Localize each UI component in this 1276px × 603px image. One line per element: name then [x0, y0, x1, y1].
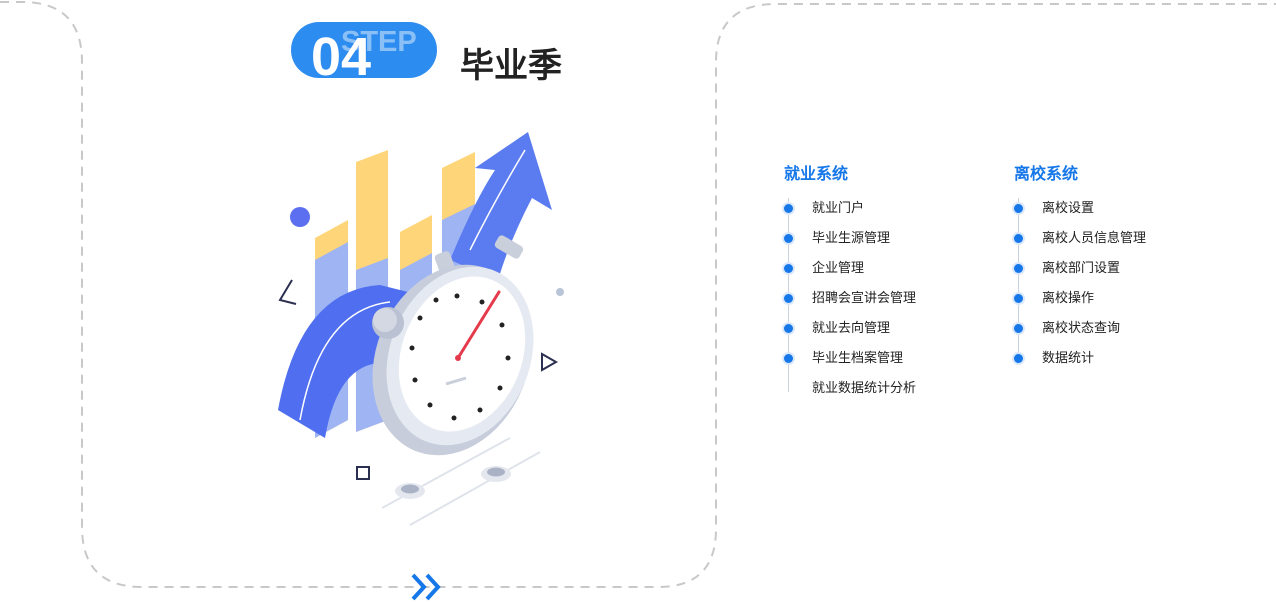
bullet-dot-icon [1014, 204, 1023, 213]
bullet-dot-icon [784, 354, 793, 363]
step-title: 毕业季 [460, 46, 562, 86]
list-item[interactable]: 招聘会宣讲会管理 [784, 284, 916, 314]
step-number: 04 [311, 27, 372, 78]
step-badge: STEP 04 [291, 22, 437, 78]
leaving-school-system-title: 离校系统 [1014, 164, 1079, 183]
list-item-label: 就业去向管理 [812, 321, 891, 336]
list-item-label: 毕业生档案管理 [812, 351, 904, 366]
list-item-label: 离校人员信息管理 [1042, 231, 1147, 246]
bullet-dot-icon [1014, 294, 1023, 303]
list-item[interactable]: 就业去向管理 [784, 314, 916, 344]
bullet-dot-icon [784, 264, 793, 273]
leaving-school-system-list: 离校设置 离校人员信息管理 离校部门设置 离校操作 离校状态查询 数据统计 [1014, 194, 1146, 374]
bullet-dot-icon [1014, 324, 1023, 333]
list-item-label: 就业数据统计分析 [812, 381, 917, 396]
bullet-dot-icon [1014, 264, 1023, 273]
list-item-label: 就业门户 [812, 201, 865, 216]
list-item-label: 离校设置 [1042, 201, 1095, 216]
list-item[interactable]: 企业管理 [784, 254, 916, 284]
list-item-label: 离校状态查询 [1042, 321, 1121, 336]
list-item-label: 毕业生源管理 [812, 231, 891, 246]
list-item-label: 数据统计 [1042, 351, 1095, 366]
step-badge-word: STEP [341, 26, 417, 58]
list-item[interactable]: 离校状态查询 [1014, 314, 1146, 344]
list-item-label: 企业管理 [812, 261, 865, 276]
bullet-dot-icon [784, 324, 793, 333]
list-item[interactable]: 就业数据统计分析 [784, 374, 916, 404]
bullet-dot-icon [784, 234, 793, 243]
bullet-dot-icon [784, 294, 793, 303]
list-item[interactable]: 离校操作 [1014, 284, 1146, 314]
list-item-label: 离校部门设置 [1042, 261, 1121, 276]
employment-system-list: 就业门户 毕业生源管理 企业管理 招聘会宣讲会管理 就业去向管理 毕业生档案管理… [784, 194, 916, 404]
list-item[interactable]: 毕业生档案管理 [784, 344, 916, 374]
bullet-dot-icon [1014, 234, 1023, 243]
employment-system-title: 就业系统 [784, 164, 849, 183]
stopwatch-growth-chart-illustration [278, 132, 564, 526]
bullet-dot-icon [784, 204, 793, 213]
list-item-label: 招聘会宣讲会管理 [812, 291, 917, 306]
list-item[interactable]: 离校人员信息管理 [1014, 224, 1146, 254]
employment-system-column: 就业系统 就业门户 毕业生源管理 企业管理 招聘会宣讲会管理 就业去向管理 毕业… [784, 160, 916, 404]
list-item[interactable]: 毕业生源管理 [784, 224, 916, 254]
list-item[interactable]: 离校部门设置 [1014, 254, 1146, 284]
list-item-label: 离校操作 [1042, 291, 1095, 306]
double-chevron-right-icon[interactable] [410, 572, 446, 602]
bullet-dot-icon [1014, 354, 1023, 363]
list-item[interactable]: 就业门户 [784, 194, 916, 224]
list-item[interactable]: 离校设置 [1014, 194, 1146, 224]
leaving-school-system-column: 离校系统 离校设置 离校人员信息管理 离校部门设置 离校操作 离校状态查询 数据… [1014, 160, 1146, 374]
list-item[interactable]: 数据统计 [1014, 344, 1146, 374]
